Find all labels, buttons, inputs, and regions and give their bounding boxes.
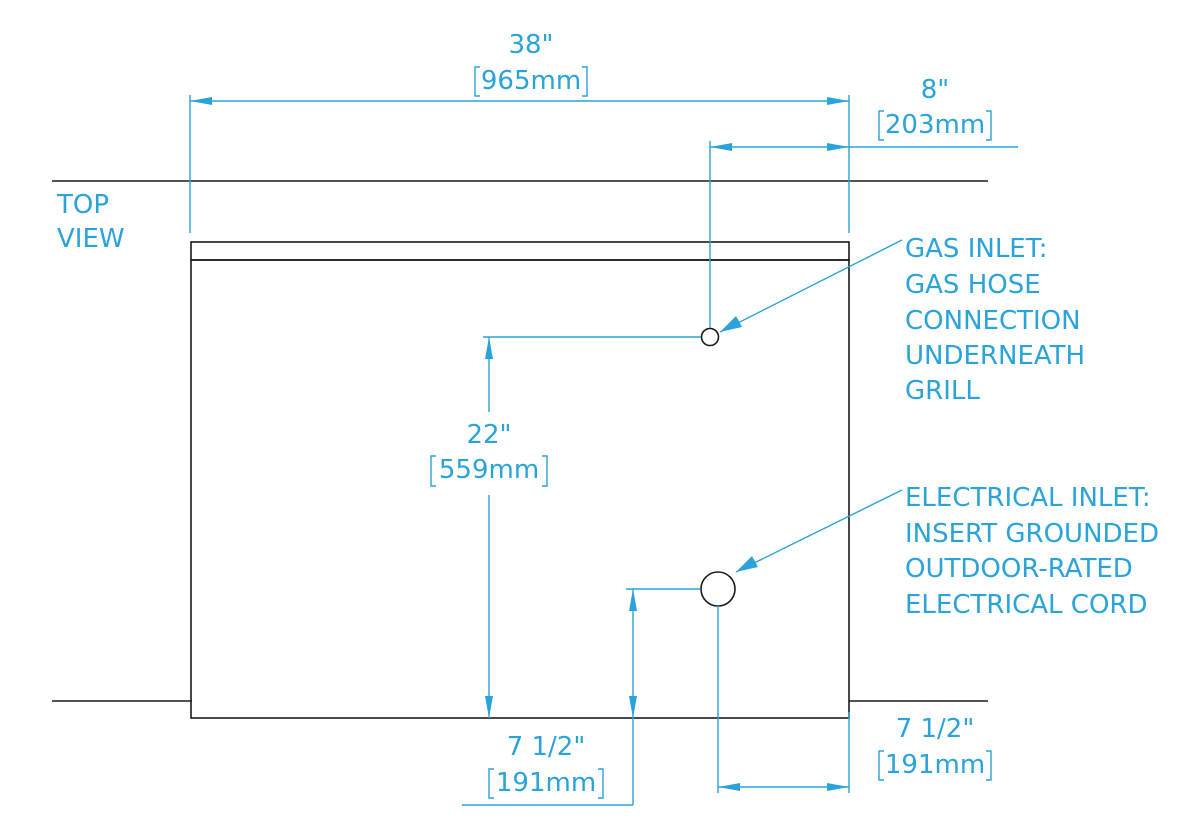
gas-inlet-leader-arrow — [720, 316, 742, 332]
electrical-side-arrow-left — [718, 783, 740, 791]
electrical-front-dimension: 7 1/2" 191mm — [462, 588, 700, 806]
width-metric-label: 965mm — [481, 66, 581, 96]
electrical-inlet-leader-arrow — [736, 556, 758, 572]
width-imperial-label: 38" — [508, 30, 553, 60]
gas-front-metric-label: 559mm — [439, 455, 539, 485]
gas-front-dimension: 22" 559mm — [430, 336, 701, 718]
grill-lid-strip — [190, 241, 850, 261]
view-label-line-1: TOP — [56, 190, 109, 220]
electrical-side-metric-bracket-left — [878, 750, 884, 781]
gas-side-metric-label: 203mm — [885, 110, 985, 140]
electrical-side-dimension: 7 1/2" 191mm — [717, 606, 992, 793]
width-arrow-right — [827, 97, 849, 105]
gas-side-imperial-label: 8" — [921, 75, 950, 105]
electrical-front-arrow-bottom — [629, 696, 637, 718]
width-metric-bracket-right — [582, 66, 588, 97]
width-dimension: 38" 965mm — [189, 30, 850, 233]
electrical-side-arrow-right — [827, 783, 849, 791]
gas-front-metric-bracket-right — [542, 455, 548, 487]
gas-inlet-hole — [700, 327, 720, 347]
grill-body — [190, 259, 850, 719]
gas-side-arrow-left — [710, 143, 732, 151]
gas-inlet-text-1: GAS INLET: — [905, 234, 1048, 264]
gas-side-metric-bracket-right — [986, 110, 992, 141]
electrical-inlet-callout: ELECTRICAL INLET: INSERT GROUNDED OUTDOO… — [735, 483, 1159, 620]
gas-inlet-text-5: GRILL — [905, 376, 980, 406]
electrical-front-metric-label: 191mm — [496, 768, 596, 798]
gas-inlet-text-4: UNDERNEATH — [905, 341, 1085, 371]
gas-front-arrow-bottom — [485, 696, 493, 718]
gas-inlet-text-2: GAS HOSE — [905, 270, 1041, 300]
electrical-inlet-text-4: ELECTRICAL CORD — [905, 590, 1148, 620]
gas-inlet-leader — [719, 239, 903, 333]
gas-inlet-text-3: CONNECTION — [905, 306, 1081, 336]
electrical-side-metric-label: 191mm — [885, 750, 985, 780]
width-arrow-left — [190, 97, 212, 105]
electrical-side-imperial-label: 7 1/2" — [896, 714, 975, 744]
electrical-inlet-text-1: ELECTRICAL INLET: — [905, 483, 1151, 513]
electrical-inlet-hole — [700, 571, 736, 607]
gas-front-imperial-label: 22" — [466, 420, 511, 450]
gas-side-arrow-right — [827, 143, 849, 151]
view-label-line-2: VIEW — [57, 224, 125, 254]
outline — [52, 180, 988, 719]
electrical-side-metric-bracket-right — [986, 750, 992, 781]
gas-inlet-callout: GAS INLET: GAS HOSE CONNECTION UNDERNEAT… — [719, 234, 1085, 406]
width-metric-bracket-left — [474, 66, 480, 97]
gas-front-metric-bracket-left — [430, 455, 436, 487]
gas-side-metric-bracket-left — [878, 110, 884, 141]
gas-side-dimension: 8" 203mm — [709, 75, 1018, 328]
gas-front-arrow-top — [485, 337, 493, 359]
electrical-inlet-text-2: INSERT GROUNDED — [905, 519, 1159, 549]
electrical-front-metric-bracket-left — [488, 768, 494, 799]
electrical-front-arrow-top — [629, 589, 637, 611]
electrical-inlet-text-3: OUTDOOR-RATED — [905, 554, 1133, 584]
electrical-front-metric-bracket-right — [598, 768, 604, 799]
electrical-inlet-leader — [735, 489, 903, 573]
electrical-front-imperial-label: 7 1/2" — [507, 732, 586, 762]
